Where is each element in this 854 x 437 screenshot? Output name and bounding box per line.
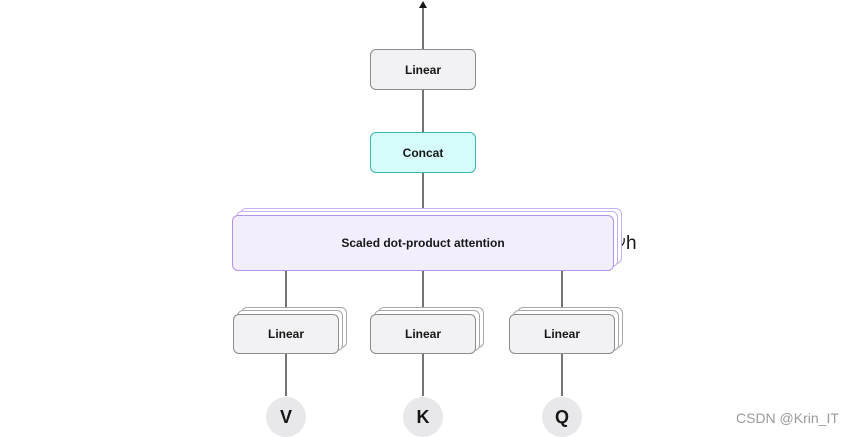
input-v-label: V xyxy=(279,406,292,427)
input-k: K xyxy=(403,397,443,437)
linear-q-label: Linear xyxy=(543,327,580,341)
input-k-label: K xyxy=(416,406,430,427)
input-q: Q xyxy=(542,397,582,437)
watermark: CSDN @Krin_IT xyxy=(736,410,839,426)
input-q-label: Q xyxy=(554,406,569,427)
attention-label: Scaled dot-product attention xyxy=(341,236,505,250)
linear-v-box: Linear xyxy=(233,314,339,354)
heads-label: h xyxy=(626,233,637,254)
linear-k-box: Linear xyxy=(370,314,476,354)
linear-k-label: Linear xyxy=(404,327,441,341)
input-v: V xyxy=(266,397,306,437)
linear-v-label: Linear xyxy=(267,327,304,341)
concat-label: Concat xyxy=(402,145,444,160)
concat-box: Concat xyxy=(370,132,476,173)
linear-q-box: Linear xyxy=(509,314,615,354)
output-linear-label: Linear xyxy=(404,62,441,77)
output-linear-box: Linear xyxy=(370,49,476,90)
attention-box: Scaled dot-product attention xyxy=(232,215,614,271)
